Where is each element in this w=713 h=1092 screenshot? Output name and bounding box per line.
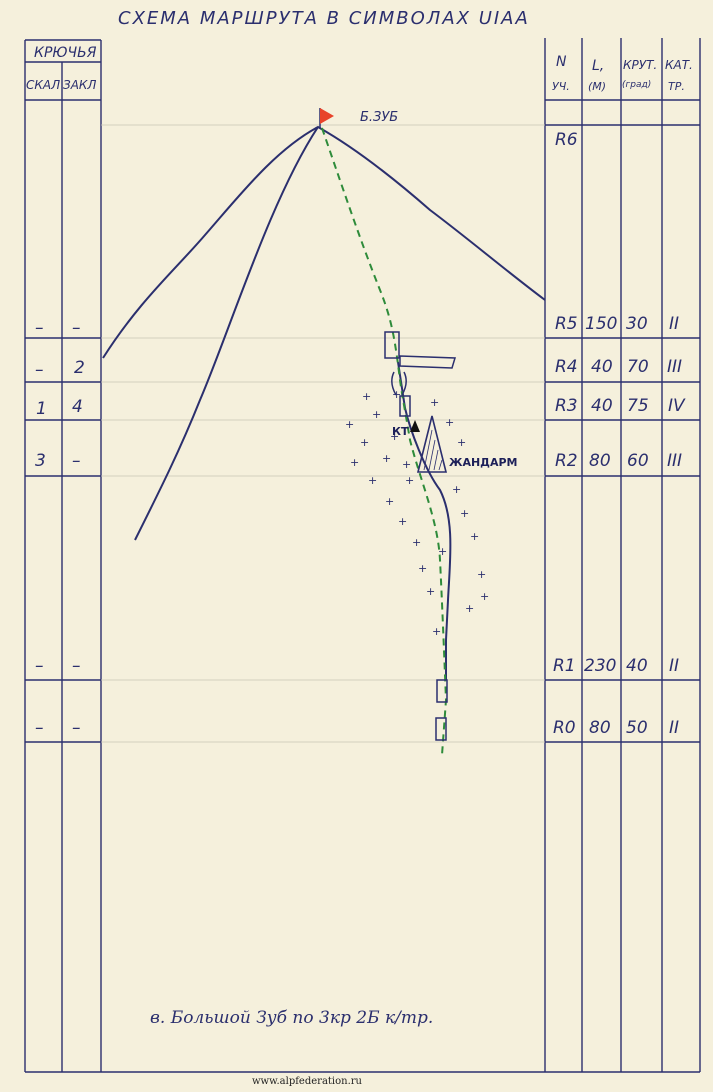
svg-text:+: + bbox=[382, 452, 391, 465]
ruled-lines bbox=[101, 124, 545, 743]
section-r5-category: II bbox=[669, 314, 680, 334]
section-r2-id: R2 bbox=[555, 451, 578, 471]
scheme-title: СХЕМА МАРШРУТА В СИМВОЛАХ UIAA bbox=[118, 8, 530, 29]
section-r4-length: 40 bbox=[591, 357, 613, 377]
section-r0-category: II bbox=[669, 718, 680, 738]
footer-note: в. Большой Зуб по 3кр 2Б к/тр. bbox=[150, 1008, 434, 1028]
scree-marks: +++ +++ +++ +++ +++ +++ +++ +++ +++ bbox=[345, 388, 489, 638]
svg-text:+: + bbox=[345, 418, 354, 431]
svg-text:+: + bbox=[432, 625, 441, 638]
section-r0-id: R0 bbox=[553, 718, 576, 738]
left-row-r2-ice: – bbox=[72, 451, 81, 471]
left-row-r5-ice: – bbox=[72, 318, 81, 338]
svg-text:+: + bbox=[480, 590, 489, 603]
section-r1-length: 230 bbox=[584, 656, 617, 676]
svg-text:+: + bbox=[350, 456, 359, 469]
section-r3-length: 40 bbox=[591, 396, 613, 416]
section-r3-category: IV bbox=[668, 396, 685, 416]
section-r6-id: R6 bbox=[555, 130, 578, 150]
svg-text:+: + bbox=[412, 536, 421, 549]
left-row-r4-ice: 2 bbox=[74, 358, 85, 378]
section-r4-id: R4 bbox=[555, 357, 578, 377]
control-point-icon bbox=[410, 420, 420, 432]
section-r5-length: 150 bbox=[585, 314, 618, 334]
cliff-symbol-r4 bbox=[384, 331, 400, 359]
svg-text:+: + bbox=[477, 568, 486, 581]
svg-text:+: + bbox=[398, 515, 407, 528]
svg-text:+: + bbox=[470, 530, 479, 543]
svg-text:+: + bbox=[452, 483, 461, 496]
chimney-symbol bbox=[391, 371, 407, 396]
svg-text:+: + bbox=[430, 396, 439, 409]
section-r0-steepness: 50 bbox=[626, 718, 648, 738]
svg-text:+: + bbox=[465, 602, 474, 615]
section-r2-category: III bbox=[667, 451, 683, 471]
left-row-r1-ice: – bbox=[72, 656, 81, 676]
left-row-r3-rock: 1 bbox=[36, 399, 47, 419]
summit-label: Б.ЗУБ bbox=[360, 110, 399, 125]
svg-text:+: + bbox=[460, 507, 469, 520]
category-header: КАТ. bbox=[665, 58, 693, 72]
category-header-2: ТР. bbox=[668, 80, 685, 93]
section-r3-steepness: 75 bbox=[627, 396, 649, 416]
ledge-symbol bbox=[399, 355, 456, 369]
svg-text:+: + bbox=[445, 416, 454, 429]
steepness-header: КРУТ. bbox=[623, 58, 658, 72]
section-r4-category: III bbox=[667, 357, 683, 377]
svg-text:+: + bbox=[360, 436, 369, 449]
section-r3-id: R3 bbox=[555, 396, 578, 416]
left-row-r0-ice: – bbox=[72, 718, 81, 738]
svg-text:+: + bbox=[426, 585, 435, 598]
left-row-r3-ice: 4 bbox=[72, 397, 83, 417]
section-r1-category: II bbox=[669, 656, 680, 676]
svg-text:+: + bbox=[390, 430, 399, 443]
section-r5-id: R5 bbox=[555, 314, 578, 334]
left-row-r1-rock: – bbox=[35, 656, 44, 676]
steepness-header-2: (град) bbox=[622, 80, 652, 90]
rock-hooks-header: СКАЛ bbox=[26, 78, 61, 92]
svg-text:+: + bbox=[418, 562, 427, 575]
summit-flag-icon bbox=[320, 108, 334, 124]
svg-text:+: + bbox=[402, 458, 411, 471]
section-r1-steepness: 40 bbox=[626, 656, 648, 676]
section-r0-length: 80 bbox=[589, 718, 611, 738]
gendarme-label: ЖАНДАРМ bbox=[449, 456, 518, 469]
mountain-outline bbox=[102, 125, 546, 680]
section-r5-steepness: 30 bbox=[626, 314, 648, 334]
svg-text:+: + bbox=[438, 545, 447, 558]
route-line bbox=[321, 127, 448, 756]
website-credit: www.alpfederation.ru bbox=[252, 1076, 362, 1087]
rock-step-r1 bbox=[436, 679, 448, 703]
left-row-r0-rock: – bbox=[35, 718, 44, 738]
length-header-2: (М) bbox=[588, 80, 607, 93]
control-point-label: КТ bbox=[392, 425, 409, 438]
left-table-grid bbox=[24, 39, 102, 1072]
rock-step-r0 bbox=[435, 717, 447, 741]
section-number-header: N bbox=[556, 54, 567, 70]
svg-text:+: + bbox=[457, 436, 466, 449]
section-r1-id: R1 bbox=[553, 656, 576, 676]
svg-text:+: + bbox=[362, 390, 371, 403]
hooks-header: КРЮЧЬЯ bbox=[34, 45, 97, 61]
svg-text:+: + bbox=[368, 474, 377, 487]
section-r2-length: 80 bbox=[589, 451, 611, 471]
svg-text:+: + bbox=[372, 408, 381, 421]
gendarme-hatch bbox=[423, 429, 443, 471]
section-r2-steepness: 60 bbox=[627, 451, 649, 471]
length-header: L, bbox=[592, 58, 605, 74]
left-row-r2-rock: 3 bbox=[35, 451, 46, 471]
right-table-grid bbox=[544, 38, 701, 1072]
svg-text:+: + bbox=[392, 388, 401, 401]
svg-text:+: + bbox=[405, 474, 414, 487]
left-row-r4-rock: – bbox=[35, 360, 44, 380]
section-r4-steepness: 70 bbox=[627, 357, 649, 377]
ice-hooks-header: ЗАКЛ bbox=[63, 78, 97, 92]
section-number-header-2: УЧ. bbox=[552, 80, 570, 93]
svg-text:+: + bbox=[385, 495, 394, 508]
left-row-r5-rock: – bbox=[35, 318, 44, 338]
gendarme-symbol bbox=[416, 415, 448, 473]
cliff-symbol-r3 bbox=[399, 395, 411, 417]
